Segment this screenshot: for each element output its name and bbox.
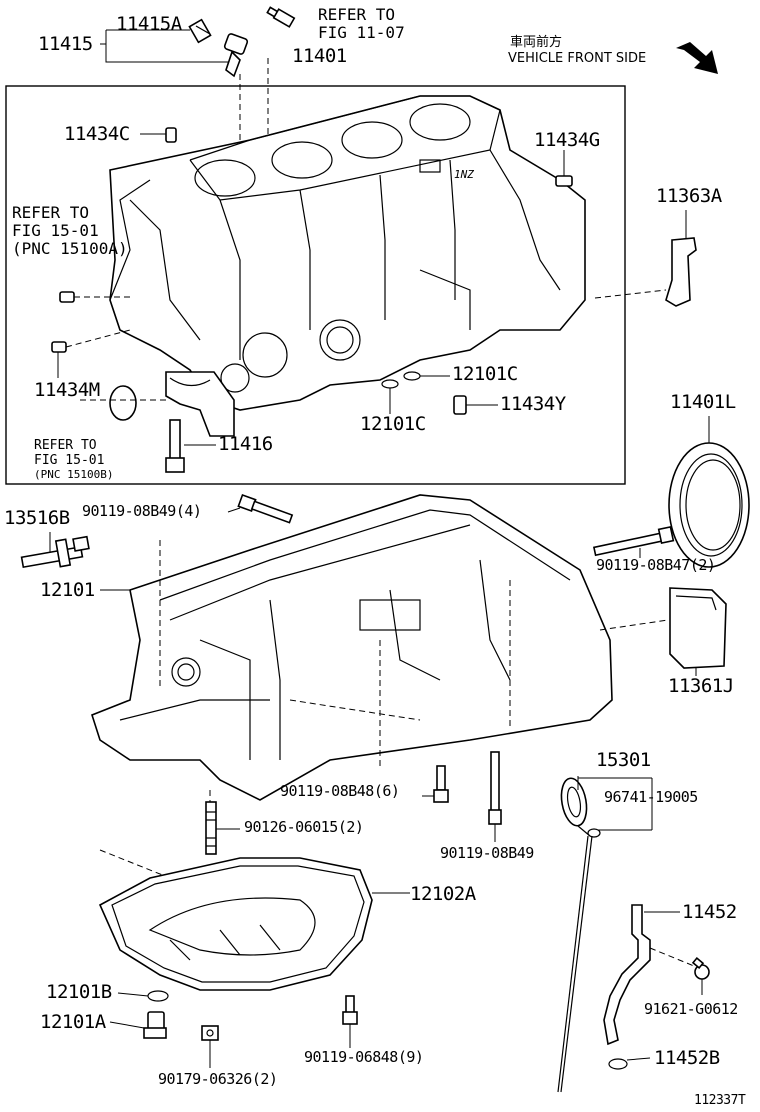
part-12101C-a	[403, 371, 421, 381]
vehicle-front-en: VEHICLE FRONT SIDE	[508, 51, 647, 66]
part-11434C	[165, 127, 177, 143]
dowel-left-upper	[59, 291, 75, 303]
part-15301	[557, 777, 593, 1093]
refer-line-2: FIG 15-01	[12, 221, 99, 240]
bolt-90119-08B49	[488, 751, 502, 825]
label-13516B: 13516B	[4, 507, 70, 529]
label-12101A: 12101A	[40, 1011, 106, 1033]
figure-id: 112337T	[694, 1093, 746, 1108]
label-90119-08B49-4: 90119-08B49(4)	[82, 502, 202, 520]
label-11401: 11401	[292, 45, 347, 67]
label-90126-06015-2: 90126-06015(2)	[244, 818, 364, 836]
label-11416: 11416	[218, 433, 273, 455]
label-11452: 11452	[682, 901, 737, 923]
label-11434Y: 11434Y	[500, 393, 566, 415]
refer-line-1: REFER TO	[318, 5, 396, 24]
seal-oval	[109, 385, 137, 421]
label-11434G: 11434G	[534, 129, 600, 151]
part-11401L	[668, 442, 750, 568]
refer-line-3: (PNC 15100B)	[34, 468, 114, 481]
bolt-91621-G0612	[691, 957, 710, 980]
part-11416	[165, 371, 235, 437]
part-13516B	[20, 535, 90, 569]
part-11415A	[188, 18, 212, 44]
refer-line-1: REFER TO	[34, 438, 97, 453]
part-96741-19005	[587, 828, 601, 838]
part-11452B	[608, 1058, 628, 1070]
part-12101B	[147, 990, 169, 1002]
label-11452B: 11452B	[654, 1047, 720, 1069]
bolt-90119-08B48-6	[433, 765, 449, 803]
label-11361J: 11361J	[668, 675, 734, 697]
part-11452	[603, 904, 651, 1046]
label-90119-08B47-2: 90119-08B47(2)	[596, 556, 716, 574]
bolt-90119-08B47-2	[592, 525, 675, 557]
label-11415: 11415	[38, 33, 93, 55]
label-11401L: 11401L	[670, 391, 736, 413]
cylinder-block-frame	[5, 85, 626, 485]
refer-fig-15-01-b: REFER TO FIG 15-01 (PNC 15100B)	[34, 438, 113, 481]
part-12101C-b	[381, 379, 399, 389]
label-11363A: 11363A	[656, 185, 722, 207]
label-90179-06326-2: 90179-06326(2)	[158, 1070, 278, 1088]
label-12101C-b: 12101C	[360, 413, 426, 435]
label-12101B: 12101B	[46, 981, 112, 1003]
refer-line-2: FIG 15-01	[34, 453, 105, 468]
part-11434Y	[453, 395, 467, 415]
part-11434G	[555, 175, 573, 187]
part-12101A	[143, 1011, 167, 1039]
label-15301: 15301	[596, 749, 651, 771]
label-12101: 12101	[40, 579, 95, 601]
label-96741-19005: 96741-19005	[604, 788, 698, 806]
part-12101	[91, 494, 613, 801]
bolt-90119-08B49-4	[237, 493, 294, 524]
part-11415	[223, 33, 249, 78]
refer-line-1: REFER TO	[12, 203, 90, 222]
label-91621-G0612: 91621-G0612	[644, 1000, 738, 1018]
label-11434C: 11434C	[64, 123, 130, 145]
label-12101C-a: 12101C	[452, 363, 518, 385]
label-90119-06848-9: 90119-06848(9)	[304, 1048, 424, 1066]
label-11434M: 11434M	[34, 379, 100, 401]
engine-marking: 1NZ	[454, 168, 474, 181]
vehicle-front-arrow	[676, 42, 718, 74]
nut-90179-06326-2	[201, 1025, 219, 1041]
refer-stud-fig-11-07	[266, 6, 296, 28]
part-12102A	[98, 857, 373, 991]
refer-fig-15-01-a: REFER TO FIG 15-01 (PNC 15100A)	[12, 204, 128, 258]
label-90119-08B48-6: 90119-08B48(6)	[280, 782, 400, 800]
label-90119-08B49: 90119-08B49	[440, 844, 534, 862]
cylinder-block	[109, 95, 586, 411]
vehicle-front-jp: 車両前方	[510, 35, 563, 50]
part-11434M	[51, 341, 67, 353]
refer-line-2: FIG 11-07	[318, 23, 405, 42]
bolt-11416	[165, 419, 185, 473]
refer-line-3: (PNC 15100A)	[12, 239, 128, 258]
bolt-90119-06848-9	[342, 995, 358, 1025]
part-11363A	[665, 237, 697, 307]
label-12102A: 12102A	[410, 883, 476, 905]
refer-fig-11-07: REFER TO FIG 11-07	[318, 6, 405, 42]
label-11415A: 11415A	[116, 13, 182, 35]
part-11361J	[669, 587, 727, 669]
stud-90126-06015-2	[205, 801, 217, 855]
